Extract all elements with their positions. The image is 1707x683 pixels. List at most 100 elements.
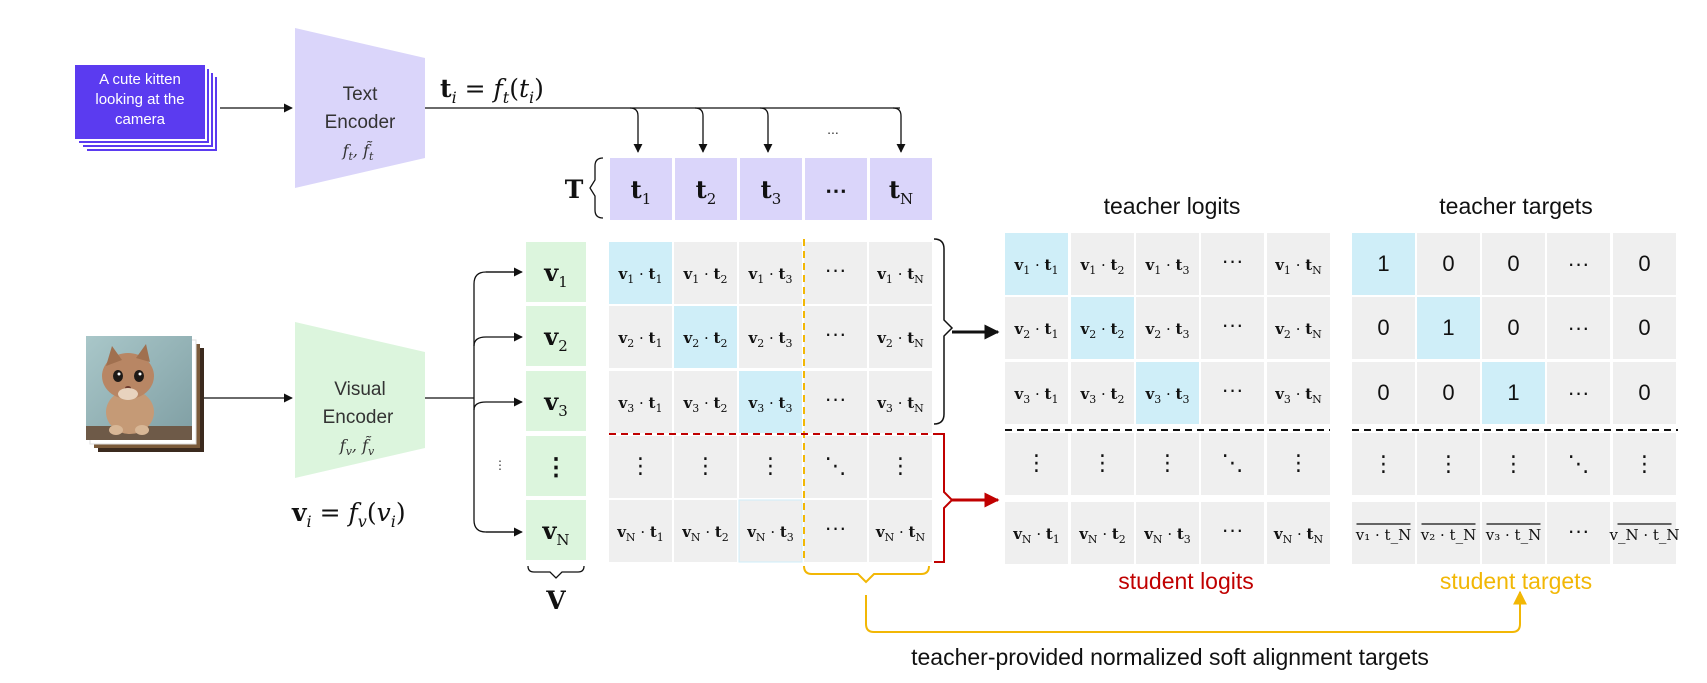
target-value: 0 [1638,380,1650,405]
student-targets-bracket [803,565,930,584]
kitten-image-stack [86,336,204,452]
v-cell [526,242,586,302]
logit-cell [1136,297,1199,359]
target-cell [1547,233,1610,295]
ellipsis-label: ··· [1568,518,1590,543]
target-cell [1417,502,1480,564]
dot-product-label: v1 · t2 [1080,256,1125,277]
v-label: ⋮ [544,452,568,481]
dot-product-label: v2 · tN [876,329,924,350]
soft-targets-connector [865,590,1527,633]
t-header-cell [805,158,867,220]
matrix-cell [869,242,932,304]
target-cell [1352,502,1415,564]
target-cell [1613,297,1676,359]
dot-product-label: v2 · t1 [1014,320,1059,341]
dot-product-label: vN · tN [875,523,926,544]
text-card-line-3: camera [115,111,166,128]
v-cell [526,306,586,366]
dot-product-label: v2 · t2 [683,329,728,350]
target-cell [1613,433,1676,495]
v-label: vN [541,516,569,549]
logit-cell [1267,433,1330,495]
logit-cell [1071,297,1134,359]
V-label: V [545,586,566,615]
student-target-cell: v₂ · t_N [1420,526,1476,544]
matrix-cell [609,306,672,368]
matrix-cell [674,371,737,433]
dot-product-label: v1 · t3 [1145,256,1190,277]
target-cell [1482,433,1545,495]
logit-cell [1005,433,1068,495]
dot-product-label: v1 · t3 [748,265,793,286]
dot-product-label: v2 · tN [1274,320,1322,341]
dot-product-label: v3 · t2 [1080,385,1125,406]
ellipsis-label: ··· [1222,312,1244,337]
student-rows-bracket [934,433,954,563]
t-header-cell [675,158,737,220]
target-cell [1482,362,1545,424]
v-cell [526,371,586,431]
dot-product-label: vN · tN [1273,525,1324,546]
dot-product-label: vN · t3 [1143,525,1191,546]
visual-encoder-label-2: Encoder [323,407,394,428]
ellipsis-label: ··· [1222,377,1244,402]
target-value: 0 [1638,315,1650,340]
v-label: v1 [543,258,568,291]
target-value: 0 [1442,380,1454,405]
matrix-cell [739,371,802,433]
target-value: 0 [1377,315,1389,340]
matrix-cell [609,500,672,562]
target-cell [1547,433,1610,495]
ellipsis-label: ⋱ [1222,450,1244,475]
text-formula: ti = ft(ti) [440,74,544,107]
logit-cell [1201,233,1264,295]
dot-product-label: v2 · t1 [618,329,663,350]
matrix-cell [674,436,737,498]
matrix-cell [869,500,932,562]
dot-product-label: vN · t1 [616,523,664,544]
v-label: v2 [543,322,568,355]
matrix-cell [674,306,737,368]
text-encoder: Text Encoder ft, f̃t [295,28,425,188]
ellipsis-label: ⋮ [760,453,782,478]
ellipsis-label: ⋮ [890,453,912,478]
matrix-cell [609,242,672,304]
matrix-cell [804,500,867,562]
matrix-cell [609,436,672,498]
matrix-cell [674,242,737,304]
ellipsis-label: ⋱ [825,453,847,478]
target-value: 0 [1442,251,1454,276]
target-value: 1 [1377,251,1389,276]
v-label: v3 [543,387,568,420]
logit-cell [1201,297,1264,359]
dot-product-label: vN · t2 [1078,525,1126,546]
dot-product-label: v3 · tN [1274,385,1322,406]
target-value: 0 [1377,380,1389,405]
ellipsis-label: ⋮ [1438,451,1460,476]
target-cell [1417,233,1480,295]
ellipsis-label: ⋮ [1373,451,1395,476]
target-value: 0 [1507,315,1519,340]
target-cell [1482,297,1545,359]
logit-cell [1267,502,1330,564]
logit-cell [1071,233,1134,295]
matrix-cell [739,436,802,498]
teacher-logits-title: teacher logits [1104,193,1241,219]
matrix-cell [869,306,932,368]
target-cell [1547,297,1610,359]
target-cell [1547,362,1610,424]
dot-product-label: v2 · t2 [1080,320,1125,341]
ellipsis-label: ⋮ [1092,450,1114,475]
logit-cell [1267,233,1330,295]
matrix-cell [739,306,802,368]
target-cell [1482,233,1545,295]
ellipsis-label: ⋮ [1503,451,1525,476]
logit-cell [1005,502,1068,564]
logit-cell [1071,433,1134,495]
target-cell [1613,233,1676,295]
logit-cell [1071,362,1134,424]
logit-cell [1267,362,1330,424]
